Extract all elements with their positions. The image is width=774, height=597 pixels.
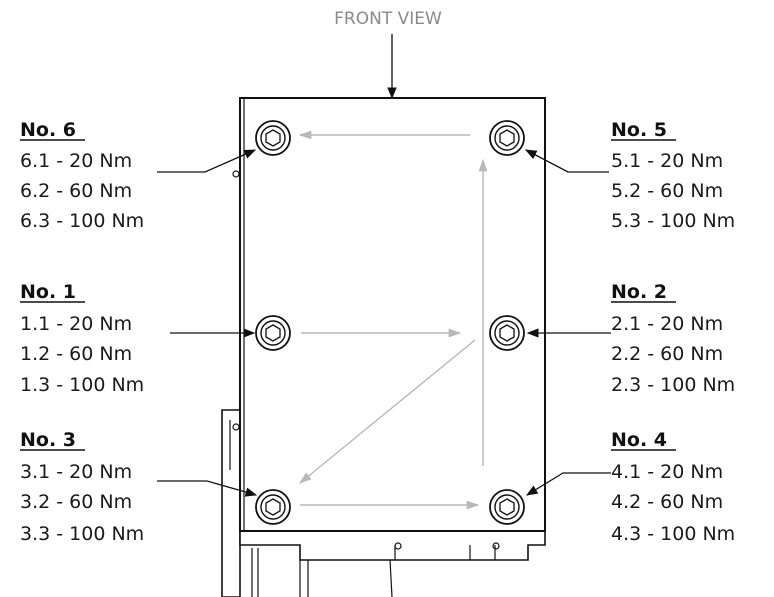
no3-step-2: 3.2 - 60 Nm <box>20 491 132 513</box>
front-view-label: FRONT VIEW <box>334 9 442 29</box>
no6-step-3: 6.3 - 100 Nm <box>20 210 144 232</box>
no3-step-1: 3.1 - 20 Nm <box>20 461 132 483</box>
bolt-no1 <box>255 315 291 351</box>
no2-title: No. 2 <box>611 281 667 303</box>
bolt-no5 <box>489 120 525 156</box>
label-group-no2: No. 2 2.1 - 20 Nm 2.2 - 60 Nm 2.3 - 100 … <box>611 281 735 396</box>
no4-step-2: 4.2 - 60 Nm <box>611 491 723 513</box>
no1-step-2: 1.2 - 60 Nm <box>20 343 132 365</box>
tightening-sequence-arrows <box>298 130 488 510</box>
leader-lines <box>157 149 611 497</box>
no5-step-1: 5.1 - 20 Nm <box>611 150 723 172</box>
no2-step-3: 2.3 - 100 Nm <box>611 374 735 396</box>
label-group-no5: No. 5 5.1 - 20 Nm 5.2 - 60 Nm 5.3 - 100 … <box>611 119 735 232</box>
bolt-no4 <box>489 489 525 525</box>
no4-title: No. 4 <box>611 429 667 451</box>
no5-title: No. 5 <box>611 119 667 141</box>
no4-step-1: 4.1 - 20 Nm <box>611 461 723 483</box>
no4-step-3: 4.3 - 100 Nm <box>611 523 735 545</box>
label-group-no6: No. 6 6.1 - 20 Nm 6.2 - 60 Nm 6.3 - 100 … <box>20 119 144 232</box>
no5-step-3: 5.3 - 100 Nm <box>611 210 735 232</box>
no6-step-2: 6.2 - 60 Nm <box>20 180 132 202</box>
no2-step-1: 2.1 - 20 Nm <box>611 313 723 335</box>
bolt-no6 <box>255 120 291 156</box>
no6-step-1: 6.1 - 20 Nm <box>20 150 132 172</box>
lower-housing <box>221 170 546 597</box>
no3-title: No. 3 <box>20 429 76 451</box>
label-group-no4: No. 4 4.1 - 20 Nm 4.2 - 60 Nm 4.3 - 100 … <box>611 429 735 545</box>
no1-step-1: 1.1 - 20 Nm <box>20 313 132 335</box>
bolt-no3 <box>255 489 291 525</box>
no3-step-3: 3.3 - 100 Nm <box>20 523 144 545</box>
no5-step-2: 5.2 - 60 Nm <box>611 180 723 202</box>
mounting-plate <box>239 97 546 532</box>
no1-title: No. 1 <box>20 281 76 303</box>
no2-step-2: 2.2 - 60 Nm <box>611 343 723 365</box>
bolt-no2 <box>489 315 525 351</box>
label-group-no1: No. 1 1.1 - 20 Nm 1.2 - 60 Nm 1.3 - 100 … <box>20 281 144 396</box>
no1-step-3: 1.3 - 100 Nm <box>20 374 144 396</box>
label-group-no3: No. 3 3.1 - 20 Nm 3.2 - 60 Nm 3.3 - 100 … <box>20 429 144 545</box>
no6-title: No. 6 <box>20 119 76 141</box>
